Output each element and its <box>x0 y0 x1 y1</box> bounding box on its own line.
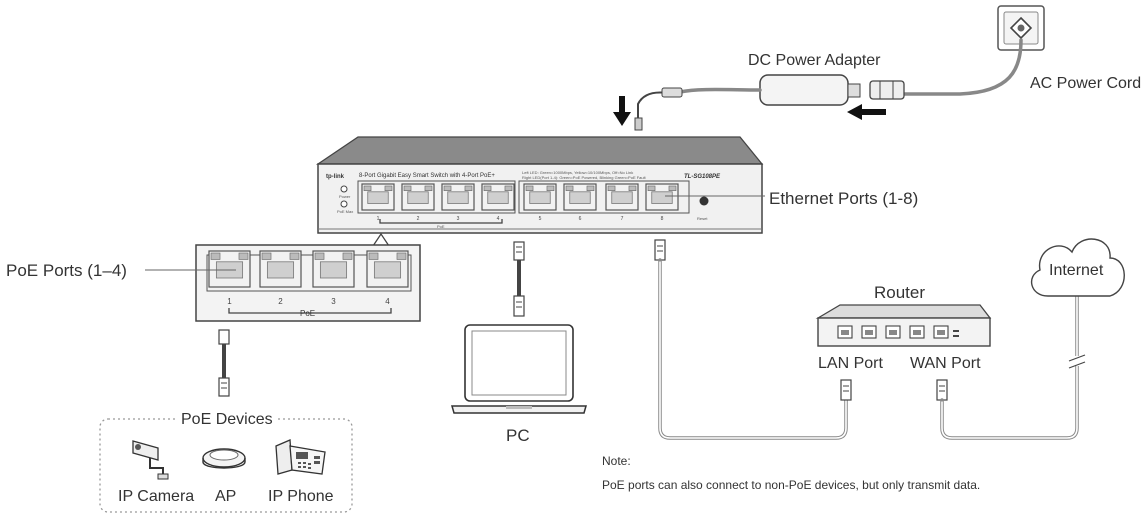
switch-port-4 <box>481 183 515 211</box>
poe-zoom-frame <box>206 254 412 292</box>
switch-port-3 <box>441 183 475 211</box>
switch-poe-group-label: PoE <box>437 224 445 229</box>
poe-zoom-port-number-2: 2 <box>278 297 283 306</box>
switch-port-7 <box>605 183 639 211</box>
poe-zoom-bracket <box>228 308 392 314</box>
poe-zoom-port-number-1: 1 <box>227 297 232 306</box>
poe-devices-title: PoE Devices <box>181 411 273 428</box>
zoom-pointer <box>372 232 390 247</box>
poe-zoom-port-2 <box>259 250 302 288</box>
switch-port-5 <box>523 183 557 211</box>
dc-power-adapter-icon <box>759 74 905 106</box>
power-led-icon <box>340 185 348 193</box>
ac-outlet-icon <box>997 5 1045 51</box>
switch-poe-bracket <box>379 219 503 224</box>
switch-port-number-8: 8 <box>661 216 664 222</box>
switch-to-router-cable <box>654 239 852 440</box>
internet-label: Internet <box>1049 262 1104 279</box>
ap-icon <box>202 448 246 469</box>
poe-max-led-icon <box>340 200 348 208</box>
switch-port-2 <box>401 183 435 211</box>
switch-port-number-6: 6 <box>579 216 582 222</box>
lan-port-label: LAN Port <box>818 355 883 372</box>
switch-brand-logo: tp-link <box>326 174 345 180</box>
poe-zoom-port-number-4: 4 <box>385 297 390 306</box>
switch-port-number-2: 2 <box>417 216 420 222</box>
router-label: Router <box>874 283 925 302</box>
note-title: Note: <box>602 454 631 468</box>
poe-zoom-port-3 <box>312 250 355 288</box>
switch-model: TL-SG108PE <box>684 174 721 180</box>
switch-port-number-5: 5 <box>539 216 542 222</box>
laptop-icon <box>451 324 587 414</box>
ip-camera-icon <box>132 440 169 480</box>
poe-devices-title-bg <box>176 409 276 427</box>
arrow-down-icon <box>613 96 631 126</box>
ethernet-port-group-frame <box>518 180 690 214</box>
poe-zoom-port-group <box>208 250 409 288</box>
ip-phone-label: IP Phone <box>268 488 334 505</box>
switch-port-1 <box>361 183 395 211</box>
pc-label: PC <box>506 426 530 445</box>
dc-power-adapter-label: DC Power Adapter <box>748 52 881 69</box>
switch-port-6 <box>563 183 597 211</box>
dc-cable <box>678 87 762 94</box>
reset-button-icon <box>699 196 709 206</box>
poe-port-group-frame <box>357 180 516 214</box>
ip-phone-icon <box>275 439 326 475</box>
router-to-internet-cable <box>936 293 1086 440</box>
poe-devices-group-box <box>99 418 353 513</box>
switch-port-8 <box>645 183 679 211</box>
ap-label: AP <box>215 488 236 505</box>
poe-max-led-label: PoE Max <box>337 209 353 214</box>
arrow-left-icon <box>847 104 886 120</box>
ac-power-cord-label: AC Power Cord <box>1030 75 1141 92</box>
wan-port-label: WAN Port <box>910 355 981 372</box>
poe-zoom-port-4 <box>366 250 409 288</box>
ethernet-ports-label: Ethernet Ports (1-8) <box>769 189 918 208</box>
poe-ports-label: PoE Ports (1–4) <box>6 261 127 280</box>
led-legend-line-1: Left LED: Green=1000Mbps, Yellow=10/100M… <box>522 170 633 175</box>
reset-label: Reset <box>697 216 708 221</box>
dc-plug-icon <box>634 87 683 131</box>
ac-power-cable <box>903 38 1023 96</box>
switch-port-number-1: 1 <box>377 216 380 222</box>
switch-port-number-3: 3 <box>457 216 460 222</box>
switch-port-number-7: 7 <box>621 216 624 222</box>
poe-device-cable <box>218 329 230 397</box>
router-device <box>815 304 992 347</box>
poe-zoom-group-label: PoE <box>300 309 315 318</box>
switch-port-number-4: 4 <box>497 216 500 222</box>
internet-cloud-icon <box>1030 238 1125 297</box>
switch-description: 8-Port Gigabit Easy Smart Switch with 4-… <box>359 173 495 179</box>
led-legend-line-2: Right LED(Port 1-4): Green=PoE Powered, … <box>522 175 647 180</box>
note-text: PoE ports can also connect to non-PoE de… <box>602 478 980 492</box>
poe-zoom-port-1 <box>208 250 251 288</box>
ip-camera-label: IP Camera <box>118 488 194 505</box>
switch-port-group <box>361 183 679 211</box>
pc-cable <box>513 241 525 317</box>
poe-zoom-port-number-3: 3 <box>331 297 336 306</box>
power-led-label: Power <box>339 194 351 199</box>
